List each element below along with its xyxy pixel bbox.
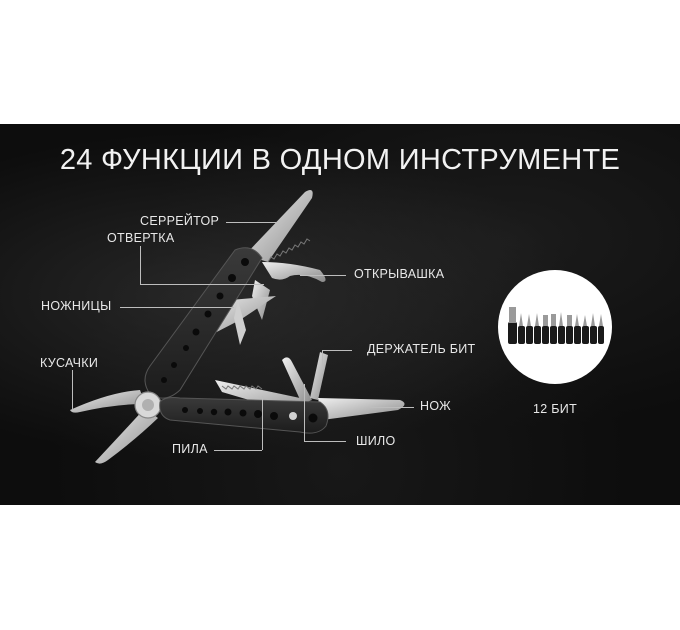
callout-saw: ПИЛА — [172, 442, 208, 456]
screwdriver-line-v — [140, 246, 141, 284]
serrator-line — [226, 222, 278, 223]
callout-awl: ШИЛО — [356, 434, 396, 448]
saw-line-h — [214, 450, 262, 451]
callout-bit-holder: ДЕРЖАТЕЛЬ БИТ — [367, 342, 476, 356]
bit-holder-line-v — [322, 350, 323, 370]
bits-set-image — [498, 270, 612, 384]
callout-knife: НОЖ — [420, 399, 451, 413]
bits-icon — [508, 307, 604, 344]
wire-cutters-line — [72, 370, 73, 410]
saw-line-v — [262, 396, 263, 450]
awl-line-v — [304, 384, 305, 441]
callout-scissors: НОЖНИЦЫ — [41, 299, 112, 313]
callout-serrator: СЕРРЕЙТОР — [140, 214, 220, 228]
callout-wire-cutters: КУСАЧКИ — [40, 356, 99, 370]
knife-line — [370, 407, 414, 408]
bit-holder-line-h — [322, 350, 352, 351]
product-banner: 24 ФУНКЦИИ В ОДНОМ ИНСТРУМЕНТЕ — [0, 124, 680, 505]
bottle-opener-line — [300, 275, 346, 276]
bits-count-label: 12 БИТ — [533, 402, 577, 416]
awl-line-h — [304, 441, 346, 442]
callout-screwdriver: ОТВЕРТКА — [107, 231, 175, 245]
banner-title: 24 ФУНКЦИИ В ОДНОМ ИНСТРУМЕНТЕ — [59, 144, 621, 176]
screwdriver-line-h — [140, 284, 264, 285]
multitool-illustration — [70, 190, 405, 464]
callout-bottle-opener: ОТКРЫВАШКА — [354, 267, 445, 281]
scissors-line — [120, 307, 234, 308]
